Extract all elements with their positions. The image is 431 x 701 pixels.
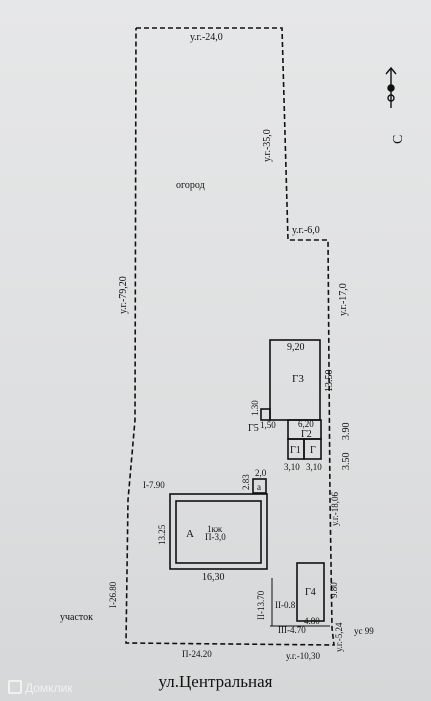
label-west-long: у.г.-79,20 bbox=[118, 276, 129, 314]
label-garden: огород bbox=[176, 180, 205, 191]
label-g5-height: 1.30 bbox=[250, 400, 260, 416]
label-g3: Г3 bbox=[292, 373, 304, 385]
watermark-text: Домклик bbox=[25, 681, 73, 695]
label-house-a: А bbox=[186, 528, 194, 540]
label-g1: Г1 bbox=[290, 445, 301, 456]
label-us99: ус 99 bbox=[354, 626, 374, 636]
label-east-mid: у.г.-17,0 bbox=[338, 283, 349, 316]
label-a-small-width: 2,0 bbox=[255, 468, 267, 478]
label-g4-width: 4.80 bbox=[304, 616, 320, 626]
label-g5: Г5 bbox=[248, 423, 259, 434]
label-i790: I-7.90 bbox=[143, 480, 165, 490]
label-g2: Г2 bbox=[301, 429, 312, 440]
street-name: ул.Центральная bbox=[158, 672, 273, 691]
building-g5 bbox=[260, 408, 271, 421]
watermark-logo-icon bbox=[8, 680, 22, 694]
label-plot: участок bbox=[60, 612, 93, 623]
label-house-width: 16,30 bbox=[202, 572, 225, 583]
label-g3-height: 13.50 bbox=[324, 370, 335, 393]
label-iii470: III-4.70 bbox=[278, 625, 306, 635]
building-a-small bbox=[252, 478, 267, 494]
label-g4: Г4 bbox=[305, 587, 316, 598]
label-north-top: у.г.-24,0 bbox=[190, 32, 223, 43]
watermark: Домклик bbox=[8, 680, 73, 695]
label-w-310a: 3,10 bbox=[284, 462, 300, 472]
label-ii08: II-0.8 bbox=[275, 600, 296, 610]
label-g: Г bbox=[310, 445, 316, 456]
label-g5-width: 1,50 bbox=[260, 420, 276, 430]
house-inner bbox=[175, 500, 262, 564]
label-i2680: I-26.80 bbox=[108, 581, 118, 608]
label-house-floor: 1кж bbox=[207, 524, 223, 534]
label-step: у.г.-6,0 bbox=[292, 225, 320, 236]
label-p2420: П-24.20 bbox=[182, 649, 212, 659]
label-a-small: а bbox=[257, 482, 261, 492]
label-east-1806: у.г.-18,06 bbox=[330, 491, 340, 526]
label-g2-width: 6,20 bbox=[298, 419, 314, 429]
label-g3-width: 9,20 bbox=[287, 342, 305, 353]
compass-label: С bbox=[391, 135, 406, 144]
label-east-upper: у.г.-35,0 bbox=[262, 129, 273, 162]
building-g4 bbox=[296, 562, 325, 622]
label-ug524: у.г.-5,24 bbox=[334, 622, 344, 652]
compass-arrow bbox=[385, 66, 397, 108]
label-side-390: 3.90 bbox=[341, 423, 352, 441]
label-g4-height: 9.80 bbox=[329, 582, 339, 598]
label-w-310b: 3,10 bbox=[306, 462, 322, 472]
label-ug1030: у.г.-10,30 bbox=[286, 651, 321, 661]
plot-boundary bbox=[125, 27, 335, 646]
building-g bbox=[303, 438, 322, 460]
house-outer bbox=[169, 493, 268, 570]
label-a-small-height: 2.83 bbox=[241, 474, 251, 490]
label-house-height: 13.25 bbox=[157, 524, 167, 545]
label-side-350: 3.50 bbox=[341, 453, 352, 471]
label-ii1370: II-13.70 bbox=[256, 590, 266, 620]
label-house-p: П-3,0 bbox=[205, 532, 226, 542]
